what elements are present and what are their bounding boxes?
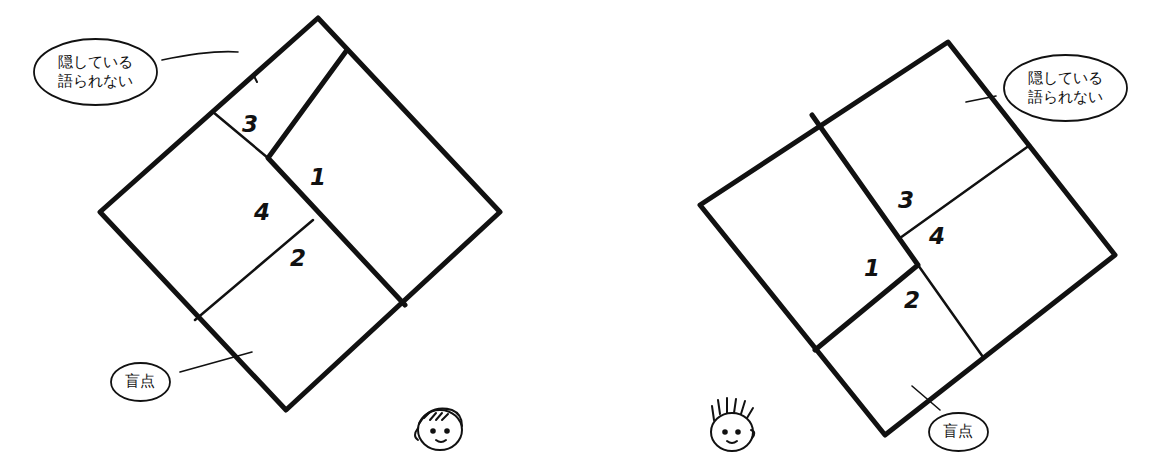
window-thick-divider [268,50,405,305]
leader-line [180,352,252,372]
bubble-text-wrap: 隠している 語られない [1028,69,1103,108]
callout-number: 2 [904,289,920,312]
callout-bubble: 盲点 [109,361,172,403]
bubble-text-wrap: 隠している 語られない [58,53,133,92]
leader-mark [254,76,257,82]
bubble-ellipse [1004,55,1127,121]
window-thick-divider [812,115,918,350]
girl-face [415,409,462,450]
callout-number: 4 [929,225,945,248]
bubble-ellipse [111,363,170,401]
boy-face [711,398,754,451]
callout-number: 1 [310,166,326,189]
window-divider [195,220,313,320]
callout-bubble: 隠している 語られない [1002,53,1129,123]
callout-number: 2 [290,247,306,270]
window-divider [900,145,1030,238]
callout-text: 盲点 [125,372,155,392]
bubble-text-wrap: 盲点 [125,372,155,392]
callout-number: 4 [254,201,270,224]
callout-text: 隠している 語られない [1028,69,1103,108]
window-outline [100,18,500,410]
bubble-ellipse [929,413,988,451]
callout-bubble: 隠している 語られない [32,37,159,107]
callout-number: 1 [864,257,880,280]
bubble-ellipse [34,39,157,105]
window-outline [700,42,1115,435]
callout-number: 3 [898,189,914,212]
leader-line [912,386,940,410]
window-divider [213,112,268,158]
callout-number: 3 [242,113,258,136]
window-divider [918,265,983,357]
callout-text: 盲点 [943,422,973,442]
leader-line [966,96,996,102]
leader-line [162,52,238,60]
bubble-text-wrap: 盲点 [943,422,973,442]
callout-bubble: 盲点 [927,411,990,453]
callout-text: 隠している 語られない [58,53,133,92]
